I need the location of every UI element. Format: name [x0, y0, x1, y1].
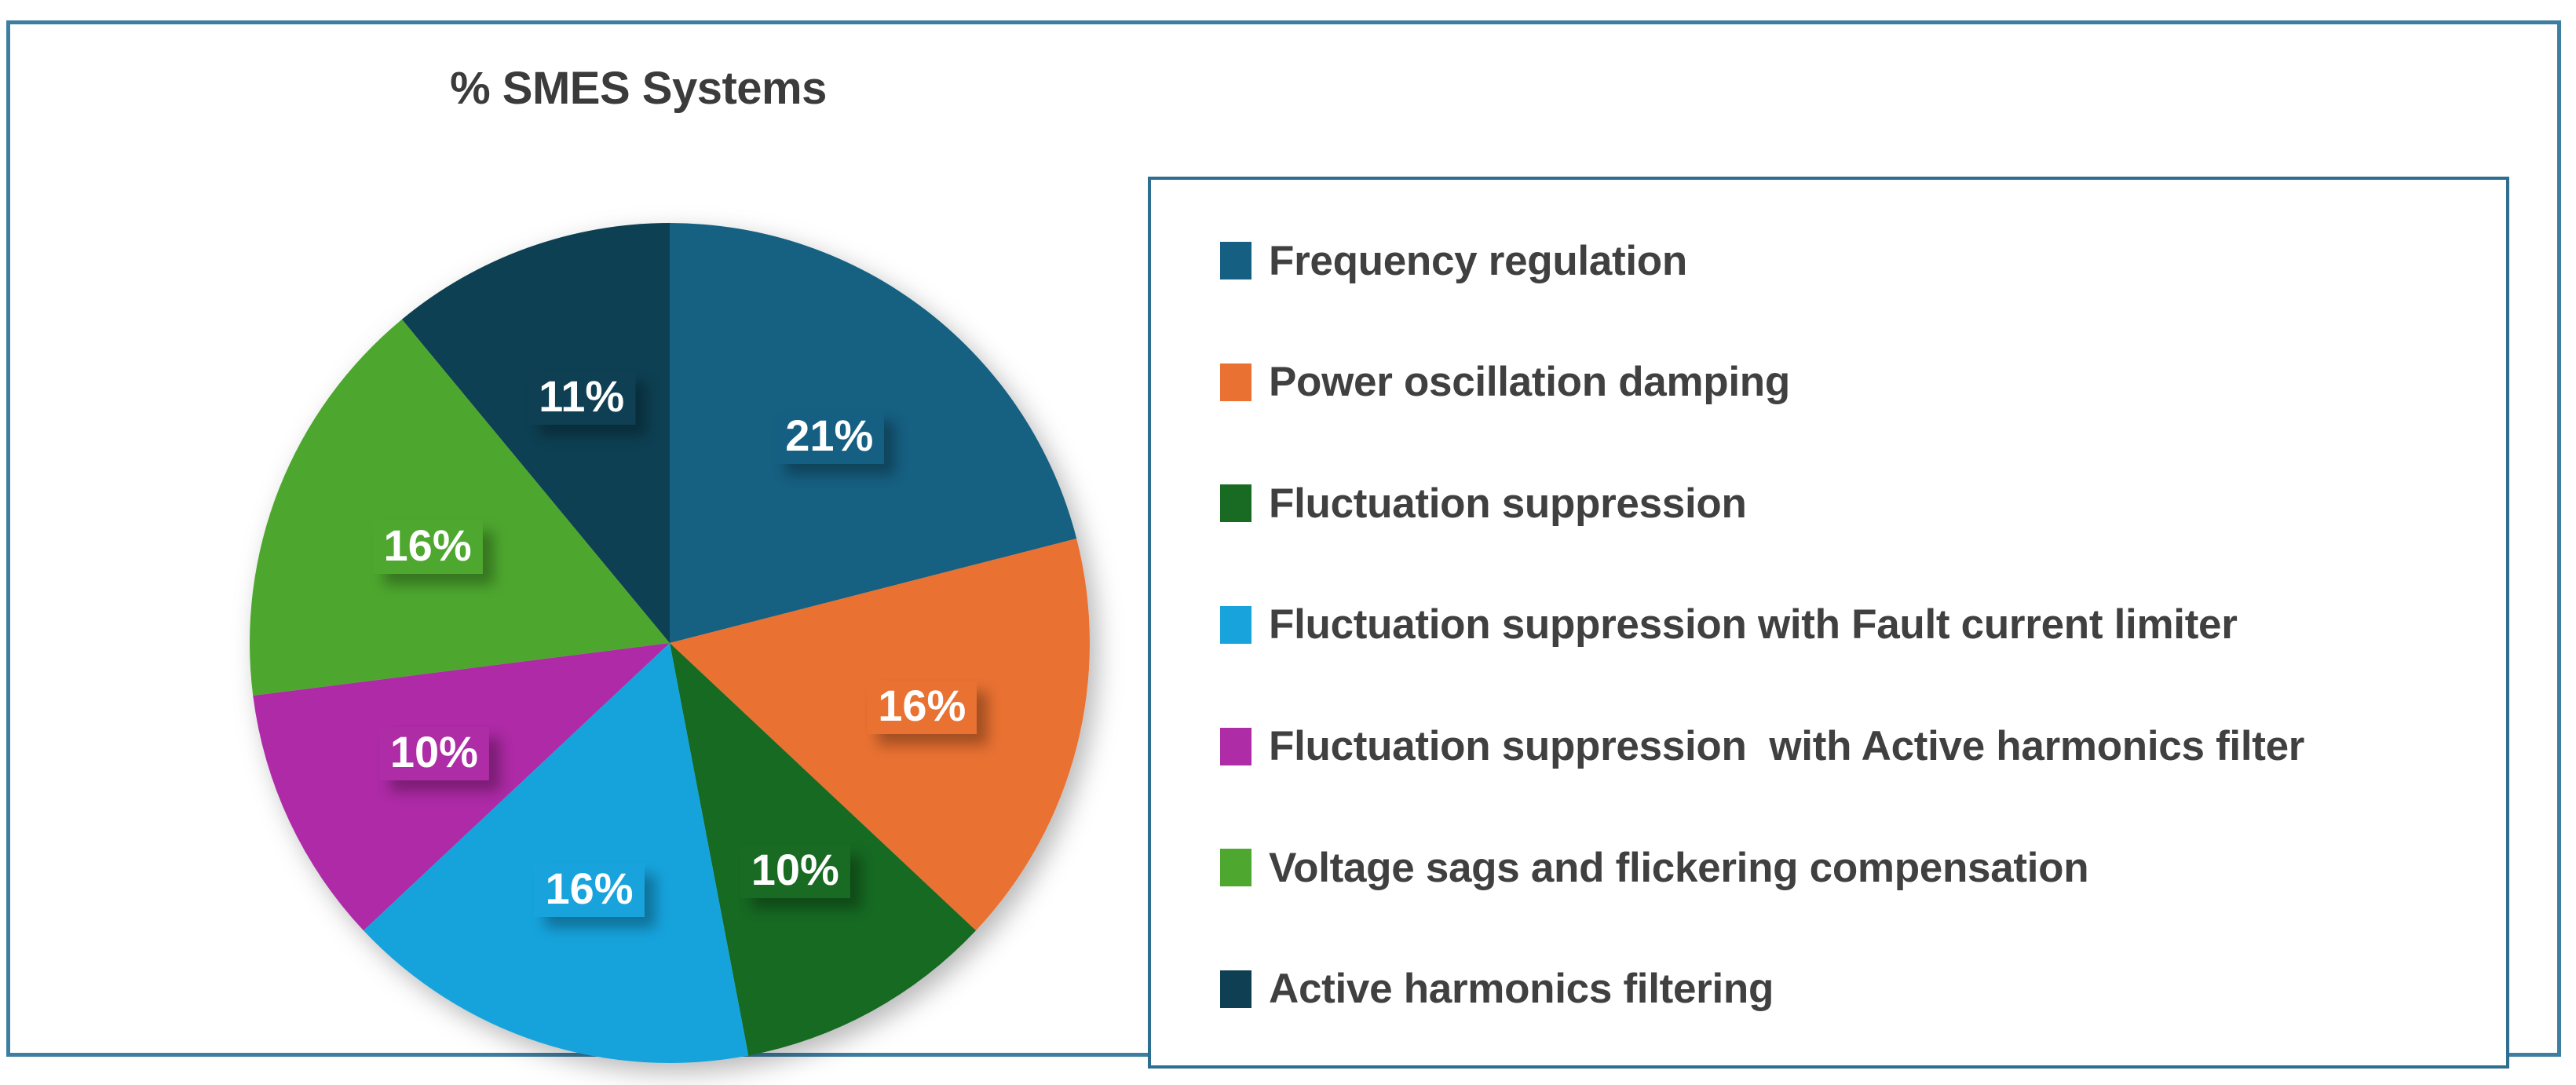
legend-swatch-icon — [1220, 849, 1251, 887]
legend-swatch-icon — [1220, 727, 1251, 765]
pie-slice-label: 16% — [534, 864, 645, 918]
legend-item[interactable]: Power oscillation damping — [1220, 323, 2490, 441]
legend-item[interactable]: Frequency regulation — [1220, 202, 2490, 320]
pie-slice[interactable] — [364, 643, 749, 1063]
legend-item[interactable]: Voltage sags and flickering compensation — [1220, 809, 2490, 926]
pie-slice-label: 21% — [774, 410, 885, 464]
pie-slice[interactable] — [253, 643, 670, 931]
legend-item[interactable]: Fluctuation suppression — [1220, 444, 2490, 562]
pie-slice[interactable] — [250, 319, 670, 696]
legend-item-label: Frequency regulation — [1269, 237, 1687, 284]
figure-frame: % SMES Systems 21% 16% 10% 16% 10% 16% 11% Fre… — [6, 20, 2561, 1069]
legend-swatch-icon — [1220, 605, 1251, 644]
legend-item[interactable]: Active harmonics filtering — [1220, 930, 2490, 1048]
pie-slice-label: 10% — [740, 844, 850, 898]
legend-item-label: Fluctuation suppression with Active harm… — [1269, 723, 2305, 770]
legend-item-label: Voltage sags and flickering compensation — [1269, 844, 2089, 891]
pie-slice-label: 10% — [378, 727, 489, 781]
pie-slice[interactable] — [401, 223, 670, 643]
pie-slice-group — [250, 223, 1090, 1063]
legend-item[interactable]: Fluctuation suppression with Fault curre… — [1220, 566, 2490, 684]
pie-chart: 21% 16% 10% 16% 10% 16% 11% — [246, 219, 1094, 1067]
pie-slice-label: 16% — [372, 520, 483, 574]
legend-item-label: Fluctuation suppression — [1269, 480, 1747, 527]
legend-swatch-icon — [1220, 242, 1251, 280]
pie-slice[interactable] — [670, 538, 1090, 931]
legend-item-label: Fluctuation suppression with Fault curre… — [1269, 601, 2238, 648]
pie-svg — [250, 223, 1090, 1063]
pie-slice-label: 16% — [867, 681, 977, 735]
legend-swatch-icon — [1220, 970, 1251, 1008]
legend-swatch-icon — [1220, 484, 1251, 523]
page-title: % SMES Systems — [450, 63, 827, 114]
legend-item-label: Power oscillation damping — [1269, 359, 1790, 406]
pie-slice-label: 11% — [528, 371, 636, 425]
legend-swatch-icon — [1220, 363, 1251, 401]
legend-item[interactable]: Fluctuation suppression with Active harm… — [1220, 688, 2490, 806]
legend-item-label: Active harmonics filtering — [1269, 966, 1774, 1013]
